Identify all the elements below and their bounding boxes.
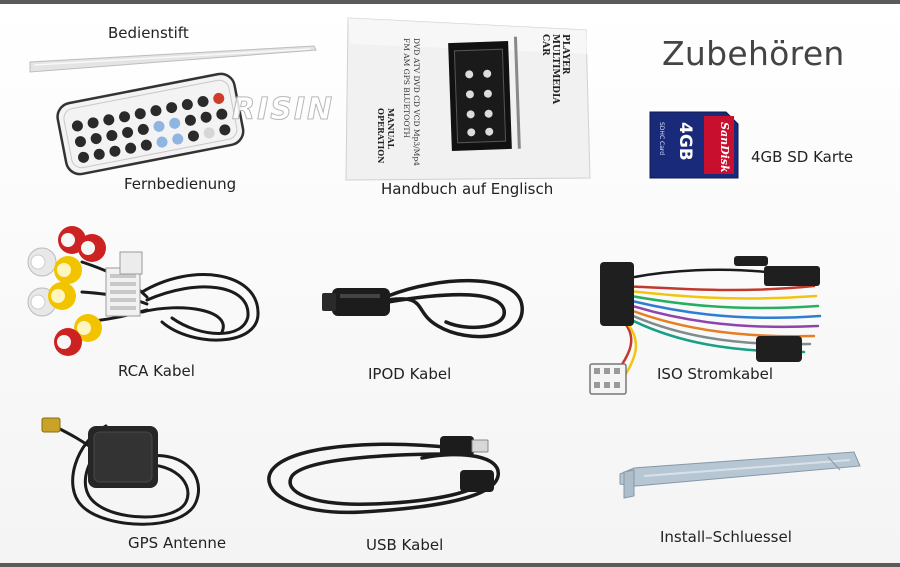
remote-key [74,136,86,148]
gps-antenna-label: GPS Antenne [128,534,227,552]
remote-key [93,148,105,160]
remote-key [156,136,168,148]
usb-cable-image [267,436,500,515]
remote-key [166,102,178,114]
page-title: Zubehören [662,34,845,73]
manual-title-line-3: PLAYER [560,34,570,75]
sd-brand-text: SanDisk [718,122,731,173]
remote-key [200,111,212,123]
remote-image [56,72,245,176]
ipod-cable-label: IPOD Kabel [368,365,452,383]
remote-key [137,123,149,135]
manual-footer-line-2: MANUAL [386,108,396,149]
remote-keypad [71,92,231,163]
stylus-image [29,45,317,73]
manual-spec-line-2: DVD ATV DVD CD VCD Mp3/Mp4 [412,38,421,166]
remote-key [90,133,102,145]
remote-key [78,151,90,163]
rca-cable-label: RCA Kabel [118,362,195,380]
manual-title-line-1: CAR [540,34,550,56]
ipod-cable-image [322,278,524,339]
remote-key [187,130,199,142]
remote-label: Fernbedienung [124,175,237,193]
manual-spec-line-1: FM AM GPS BLUETOOTH [402,38,411,138]
remote-key [119,111,131,123]
remote-key [203,127,215,139]
sd-capacity-text: 4GB [675,122,695,161]
remote-key [181,99,193,111]
remote-key [153,120,165,132]
remote-key [71,120,83,132]
iso-cable-image [589,256,822,395]
gps-antenna-image [41,417,200,526]
remote-key [134,108,146,120]
install-key-label: Install–Schluessel [660,528,792,546]
remote-key [122,126,134,138]
remote-key [172,133,184,145]
remote-key [169,117,181,129]
remote-key [213,92,225,104]
remote-key [109,145,121,157]
install-key-image [619,451,861,499]
stylus-label: Bedienstift [108,24,189,42]
remote-key [87,117,99,129]
sd-type-text: SDHC Card [658,122,665,155]
remote-key [150,105,162,117]
remote-key [197,95,209,107]
usb-cable-label: USB Kabel [366,536,444,554]
sd-card-label: 4GB SD Karte [751,148,854,166]
iso-cable-label: ISO Stromkabel [657,365,774,383]
remote-key [219,124,231,136]
remote-key [125,142,137,154]
manual-footer-line-1: OPERATION [376,108,386,163]
sd-card-image: SanDisk 4GB SDHC Card [649,111,739,179]
manual-title-line-2: MULTIMEDIA [550,34,560,105]
remote-key [140,139,152,151]
remote-key [184,114,196,126]
remote-key [103,114,115,126]
manual-image: CAR MULTIMEDIA PLAYER FM AM GPS BLUETOOT… [345,17,591,181]
remote-key [106,130,118,142]
brand-watermark: RISIN [231,92,335,128]
rca-cable-image [27,226,260,356]
manual-label: Handbuch auf Englisch [381,180,554,198]
remote-key [216,108,228,120]
